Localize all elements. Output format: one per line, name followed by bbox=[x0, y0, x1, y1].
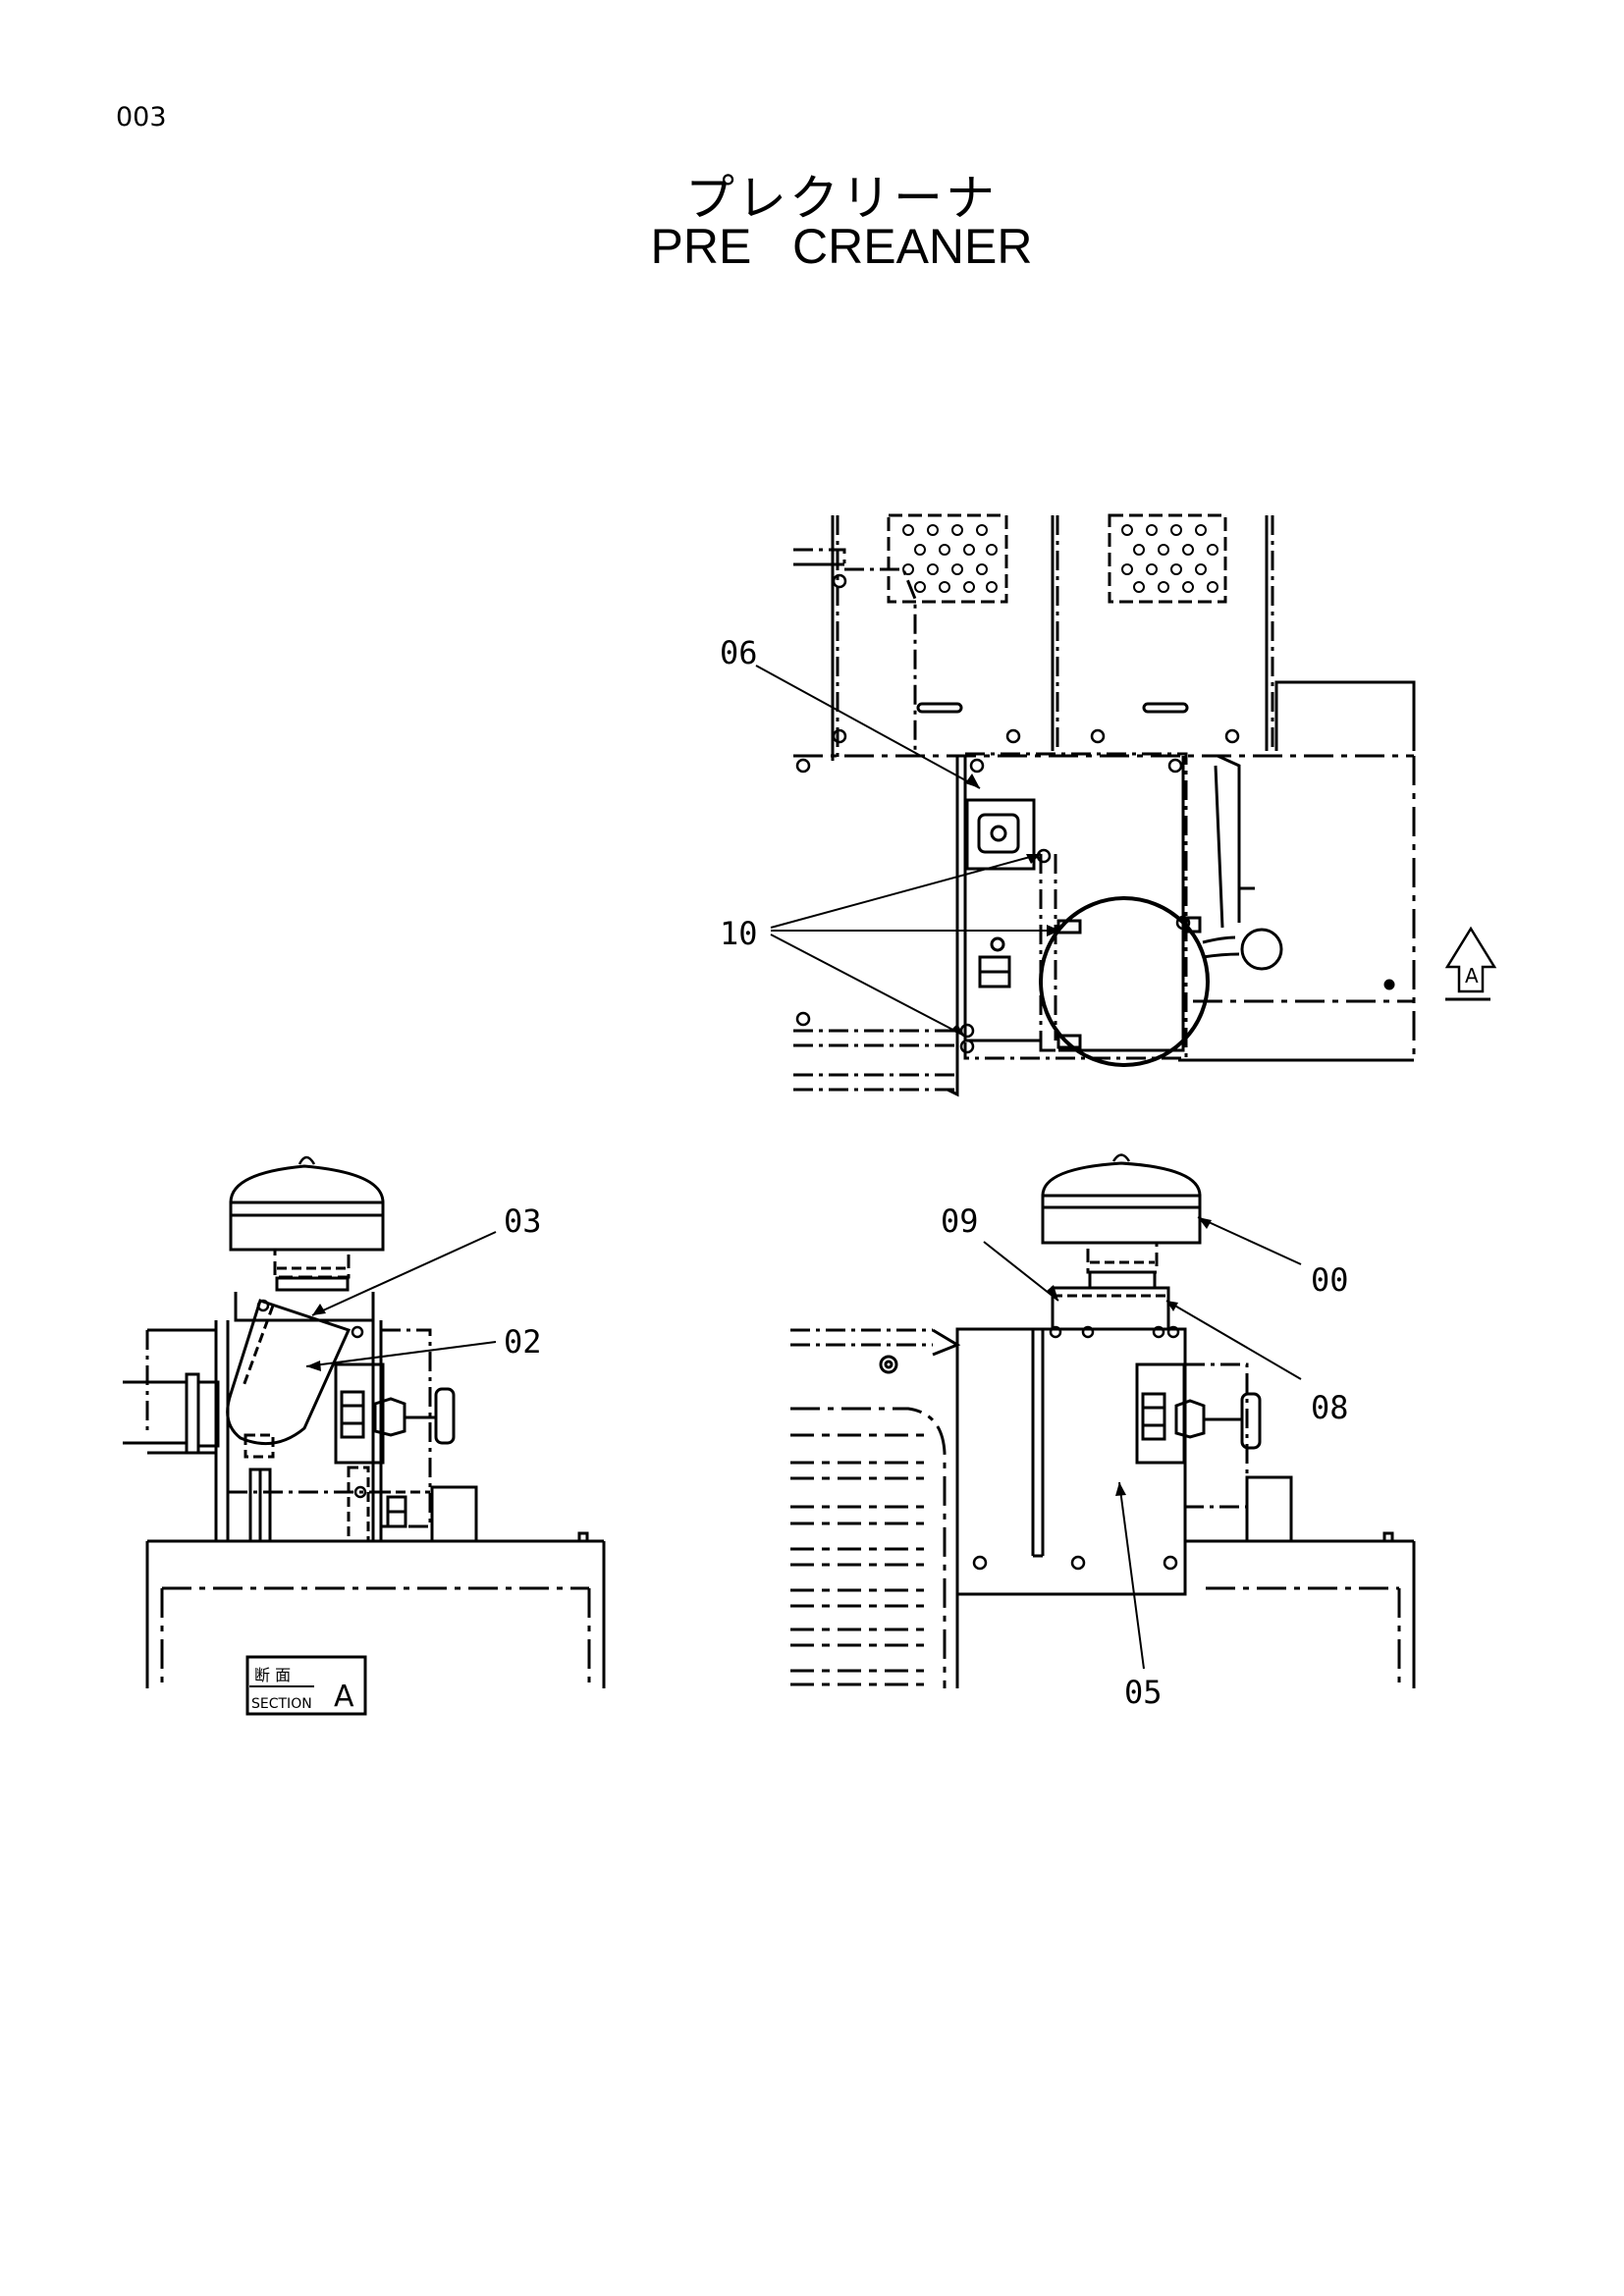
callout-09: 09 bbox=[941, 1202, 979, 1240]
title-english: PRE CREANER bbox=[650, 219, 1033, 274]
callout-06: 06 bbox=[720, 634, 758, 671]
callout-08: 08 bbox=[1311, 1389, 1349, 1426]
section-kanji: 断 面 bbox=[254, 1666, 291, 1684]
view-marker-letter: A bbox=[1465, 964, 1479, 988]
callout-05: 05 bbox=[1124, 1674, 1163, 1711]
section-view bbox=[123, 1155, 606, 1688]
callout-03: 03 bbox=[504, 1202, 542, 1240]
callout-02: 02 bbox=[504, 1323, 542, 1361]
section-letter: A bbox=[334, 1680, 354, 1714]
callout-10: 10 bbox=[720, 915, 758, 952]
side-view bbox=[790, 1153, 1416, 1688]
title-japanese: プレクリーナ bbox=[685, 170, 998, 227]
top-view bbox=[755, 513, 1497, 1097]
page-number: 003 bbox=[116, 102, 167, 133]
section-label-box bbox=[245, 1655, 367, 1716]
side-view-bolts bbox=[972, 1325, 1180, 1571]
perforation-left bbox=[902, 524, 998, 593]
view-arrow-marker bbox=[1444, 926, 1497, 1001]
top-view-bolts bbox=[795, 573, 1240, 1054]
callout-00: 00 bbox=[1311, 1261, 1349, 1299]
perforation-right bbox=[1121, 524, 1218, 593]
grille-lines bbox=[790, 1433, 928, 1686]
section-word: SECTION bbox=[251, 1696, 312, 1712]
